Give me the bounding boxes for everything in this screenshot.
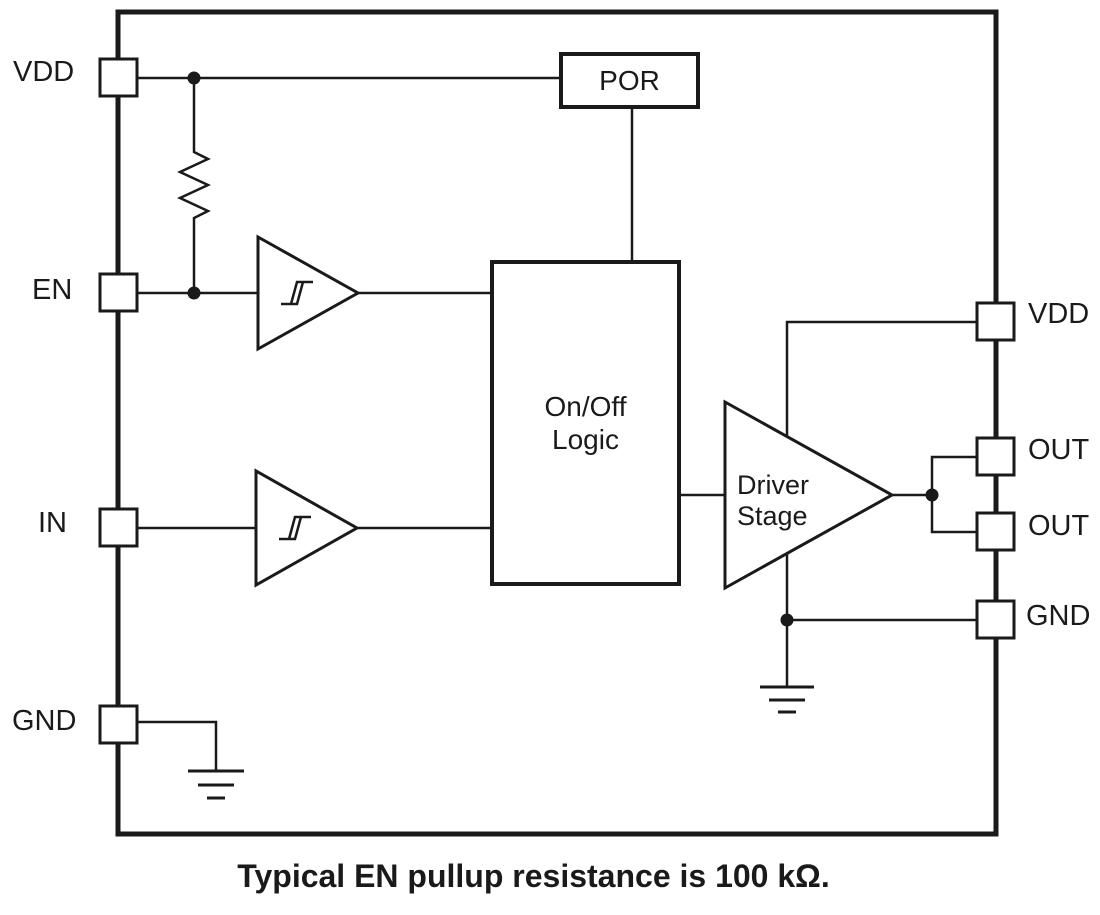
pin-pad-vdd-left xyxy=(98,57,139,98)
pin-label-gnd-left: GND xyxy=(12,705,77,737)
pin-label-out-1: OUT xyxy=(1028,434,1090,466)
pin-label-vdd-left: VDD xyxy=(13,56,75,88)
ground-icon-driver xyxy=(760,685,814,714)
pin-label-out-2: OUT xyxy=(1028,510,1090,542)
on-off-logic-block: On/Off Logic xyxy=(490,260,681,586)
junction-dot xyxy=(925,488,939,502)
pullup-resistor-icon xyxy=(177,78,211,293)
chip-outline xyxy=(115,9,999,837)
pin-pad-vdd-right xyxy=(975,301,1016,342)
pin-pad-en xyxy=(98,272,139,313)
driver-stage-label: Driver Stage xyxy=(737,470,809,532)
junction-dot xyxy=(780,613,794,627)
pin-pad-out-2 xyxy=(975,511,1016,552)
pin-pad-gnd-left xyxy=(98,704,139,745)
figure-caption: Typical EN pullup resistance is 100 kΩ. xyxy=(237,858,830,894)
ground-icon-left xyxy=(188,769,244,800)
triangle-symbols xyxy=(254,234,896,591)
pin-label-en: EN xyxy=(32,274,73,306)
pin-pad-in xyxy=(98,507,139,548)
junction-dot xyxy=(187,286,201,300)
junction-dot xyxy=(187,71,201,85)
wiring xyxy=(137,76,977,771)
por-block: POR xyxy=(559,52,700,109)
driver-stage-label-line1: Driver xyxy=(737,470,809,500)
pin-label-vdd-right: VDD xyxy=(1028,298,1090,330)
driver-stage-triangle xyxy=(723,399,896,591)
hysteresis-icon-en xyxy=(281,280,313,306)
por-block-label: POR xyxy=(599,64,660,96)
pin-label-in: IN xyxy=(38,507,67,539)
wire-out-bracket xyxy=(930,455,977,534)
wire-vdd-to-driver xyxy=(785,320,977,440)
on-off-logic-label-line1: On/Off xyxy=(544,391,627,422)
in-schmitt-buffer-icon xyxy=(254,468,361,588)
wire-gnd-pin-to-ground xyxy=(137,720,218,771)
pin-pads xyxy=(98,57,1016,745)
ground-symbols xyxy=(188,685,814,800)
hysteresis-glyphs xyxy=(279,280,313,541)
en-schmitt-buffer-icon xyxy=(256,234,362,352)
pin-pad-out-1 xyxy=(975,436,1016,477)
hysteresis-icon-in xyxy=(279,515,311,541)
pin-pad-gnd-right xyxy=(975,599,1016,640)
driver-stage-label-line2: Stage xyxy=(737,501,808,531)
pin-label-gnd-right: GND xyxy=(1026,600,1091,632)
junction-dots xyxy=(187,71,939,627)
on-off-logic-label-line2: Logic xyxy=(552,424,619,455)
